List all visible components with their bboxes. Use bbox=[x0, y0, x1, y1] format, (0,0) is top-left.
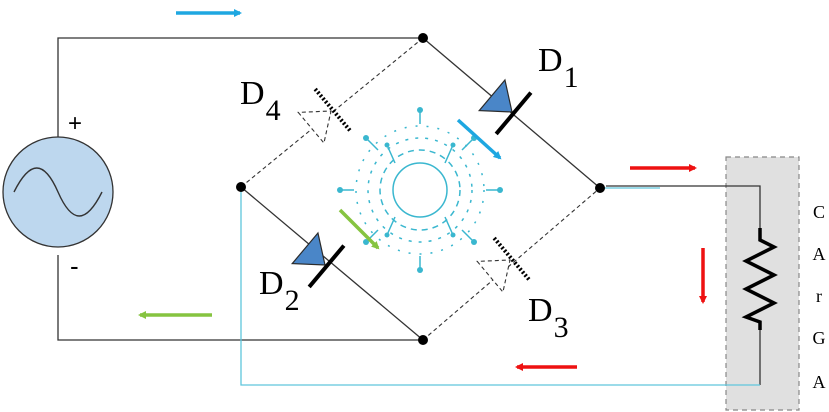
node-right bbox=[595, 183, 605, 193]
load-label-char-2: A bbox=[813, 244, 826, 264]
diode-d2-label: D2 bbox=[259, 265, 300, 317]
load-label-char-3: r bbox=[816, 286, 822, 306]
node-left bbox=[236, 182, 246, 192]
load-label-char-1: C bbox=[813, 202, 825, 222]
diode-d1-label: D1 bbox=[538, 42, 579, 94]
diode-d3-icon bbox=[476, 236, 531, 294]
load-label-char-5: A bbox=[813, 372, 826, 392]
circuit-chip-icon bbox=[337, 107, 503, 273]
arrow-green-diag-icon bbox=[338, 208, 380, 250]
arrow-blue-diag-icon bbox=[456, 118, 502, 160]
diode-d4-icon bbox=[297, 87, 352, 145]
load-box bbox=[725, 156, 800, 411]
node-bottom bbox=[418, 335, 428, 345]
node-top bbox=[418, 33, 428, 43]
dashed-wires bbox=[240, 37, 601, 341]
wire-load-top bbox=[606, 185, 761, 228]
wire-return-cyan bbox=[240, 187, 760, 386]
wire-bottom bbox=[57, 255, 423, 341]
load-label: C A r G A bbox=[813, 202, 826, 392]
source-minus-sign: - bbox=[70, 251, 79, 281]
wires bbox=[57, 37, 761, 385]
ac-source-icon bbox=[2, 136, 114, 248]
resistor-icon bbox=[741, 228, 778, 330]
wire-left-to-bottom bbox=[240, 186, 424, 341]
cyan-wires bbox=[240, 187, 760, 386]
nodes bbox=[236, 33, 605, 345]
source-plus-sign: + bbox=[68, 110, 82, 137]
load-label-char-4: G bbox=[813, 328, 826, 348]
current-arrows bbox=[138, 9, 707, 371]
wire-top bbox=[57, 37, 423, 140]
diode-d2-icon bbox=[290, 231, 346, 289]
diode-d3-label: D3 bbox=[528, 292, 569, 344]
wire-top-to-left bbox=[240, 37, 424, 188]
wire-bottom-to-right bbox=[422, 187, 601, 341]
diode-d1-icon bbox=[477, 78, 533, 136]
diode-d4-label: D4 bbox=[240, 75, 281, 127]
